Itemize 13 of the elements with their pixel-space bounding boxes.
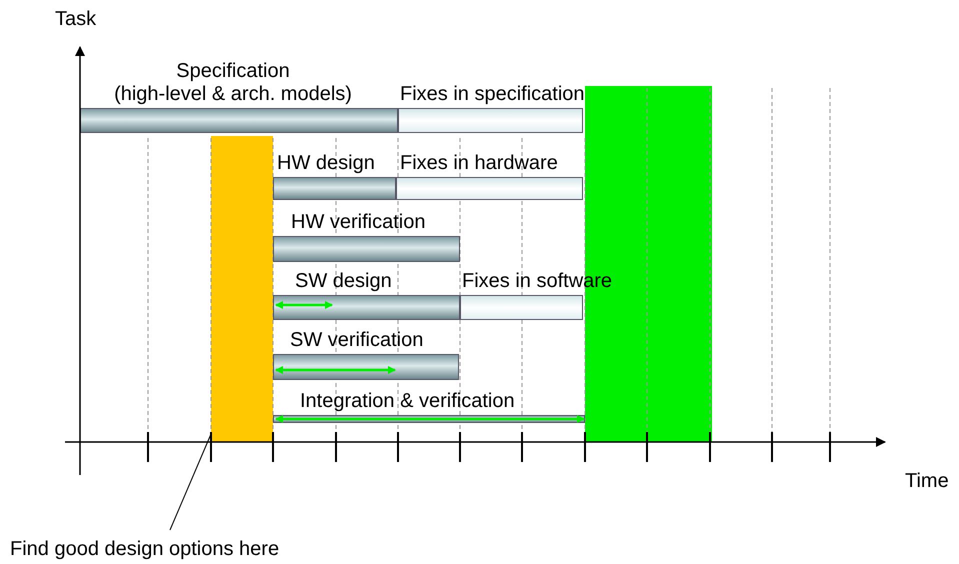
task-label: SW verification xyxy=(290,329,424,352)
task-label: Specification (high-level & arch. models) xyxy=(113,60,353,106)
task-label: HW design xyxy=(277,152,375,175)
axis-title: Task xyxy=(55,8,96,31)
task-label: Fixes in specification xyxy=(400,83,585,106)
task-label: Integration & verification xyxy=(300,390,515,413)
annotation-text: Find good design options here xyxy=(10,538,280,561)
leader-line xyxy=(170,434,212,530)
highlight-band xyxy=(211,136,273,442)
task-label: Fixes in hardware xyxy=(400,152,558,175)
task-label: HW verification xyxy=(291,211,426,234)
task-label: SW design xyxy=(295,270,392,293)
axis-title: Time xyxy=(905,470,949,493)
